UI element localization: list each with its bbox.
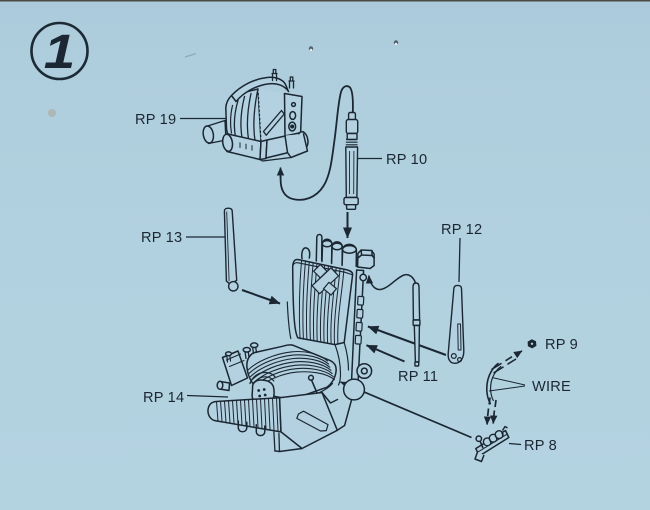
svg-text:RP 19: RP 19 — [135, 112, 176, 128]
svg-text:RP 10: RP 10 — [386, 152, 427, 168]
svg-text:RP 14: RP 14 — [143, 390, 184, 406]
svg-text:1: 1 — [44, 25, 76, 79]
svg-text:RP 11: RP 11 — [398, 369, 438, 385]
svg-text:RP 9: RP 9 — [545, 337, 578, 353]
svg-text:RP 13: RP 13 — [141, 230, 182, 246]
svg-text:WIRE: WIRE — [532, 379, 571, 395]
svg-text:RP 12: RP 12 — [441, 222, 482, 238]
svg-text:RP 8: RP 8 — [524, 438, 557, 454]
